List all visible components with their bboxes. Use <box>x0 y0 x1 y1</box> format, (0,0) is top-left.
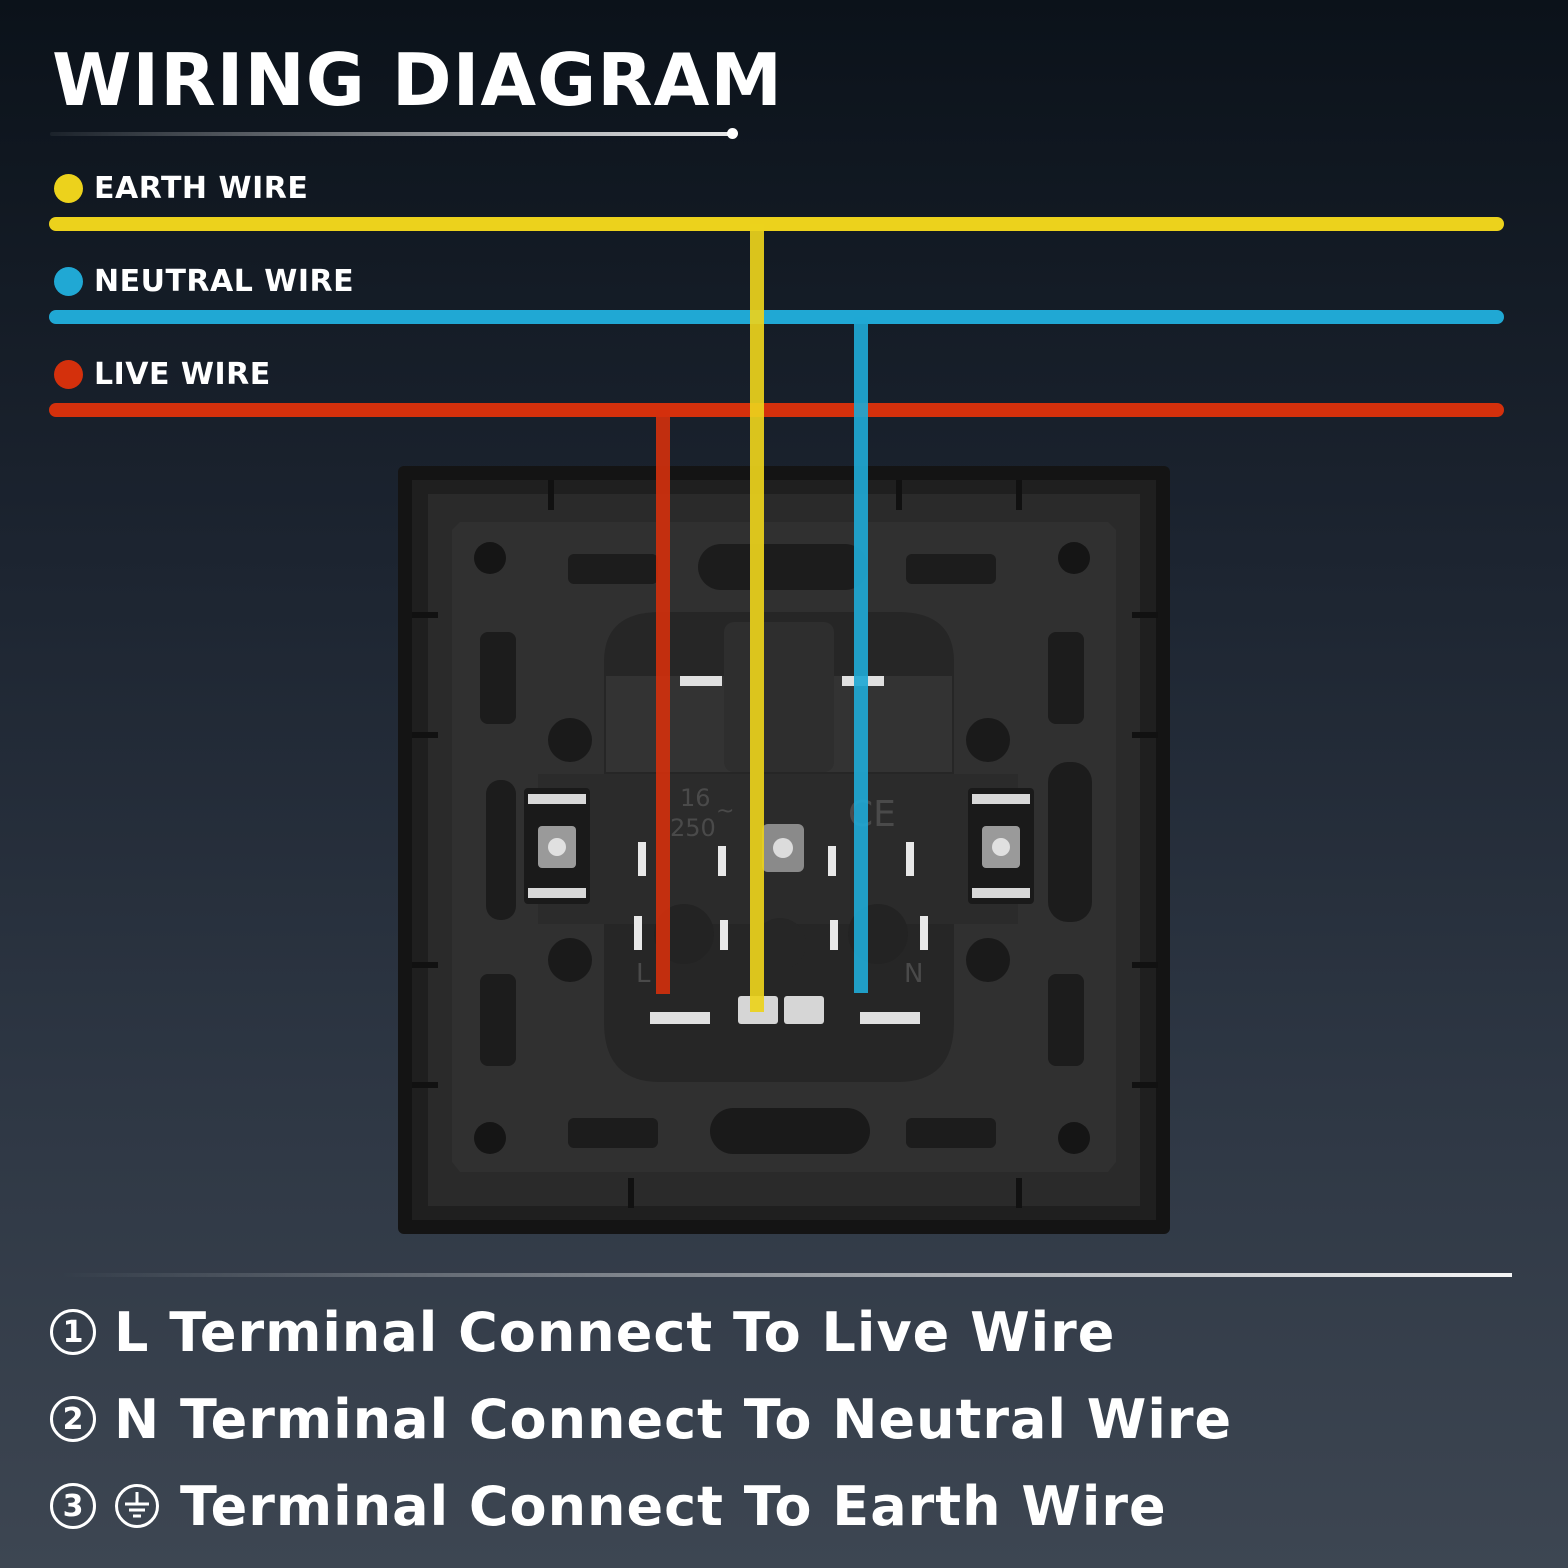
rating-ac: ~ <box>716 799 734 824</box>
instruction-live: 1 L Terminal Connect To Live Wire <box>50 1300 1115 1364</box>
step-1-badge: 1 <box>50 1309 96 1355</box>
title-underline <box>50 132 734 136</box>
legend-neutral-label: NEUTRAL WIRE <box>94 263 355 299</box>
step-3-badge: 3 <box>50 1483 96 1529</box>
rating-voltage: 250 <box>670 814 716 842</box>
step-2-badge: 2 <box>50 1396 96 1442</box>
neutral-dot-icon <box>54 266 83 296</box>
terminal-l-label: L <box>636 959 651 989</box>
legend-earth: EARTH WIRE <box>54 170 308 206</box>
earth-rail <box>49 217 1504 231</box>
instruction-earth-text: Terminal Connect To Earth Wire <box>180 1474 1167 1538</box>
earth-dot-icon <box>54 173 83 203</box>
instruction-live-text: L Terminal Connect To Live Wire <box>114 1300 1116 1364</box>
terminal-n-label: N <box>904 959 923 989</box>
legend-live-label: LIVE WIRE <box>94 356 271 392</box>
neutral-drop-wire <box>854 317 868 993</box>
live-dot-icon <box>54 359 83 389</box>
live-drop-wire <box>656 410 670 994</box>
instruction-earth: 3 Terminal Connect To Earth Wire <box>50 1474 1167 1538</box>
socket-back-image: 16 250 ~ CE L N <box>398 462 1180 1240</box>
title-underline-dot <box>727 128 738 139</box>
rating-current: 16 <box>680 784 711 812</box>
earth-ground-icon <box>115 1484 159 1528</box>
legend-earth-label: EARTH WIRE <box>94 170 309 206</box>
page-title: WIRING DIAGRAM <box>52 38 784 122</box>
instruction-neutral-text: N Terminal Connect To Neutral Wire <box>114 1387 1233 1451</box>
instructions-divider <box>60 1273 1512 1277</box>
neutral-rail <box>49 310 1504 324</box>
legend-neutral: NEUTRAL WIRE <box>54 263 354 299</box>
legend-live: LIVE WIRE <box>54 356 271 392</box>
live-rail <box>49 403 1504 417</box>
earth-drop-wire <box>750 224 764 1012</box>
instruction-neutral: 2 N Terminal Connect To Neutral Wire <box>50 1387 1232 1451</box>
